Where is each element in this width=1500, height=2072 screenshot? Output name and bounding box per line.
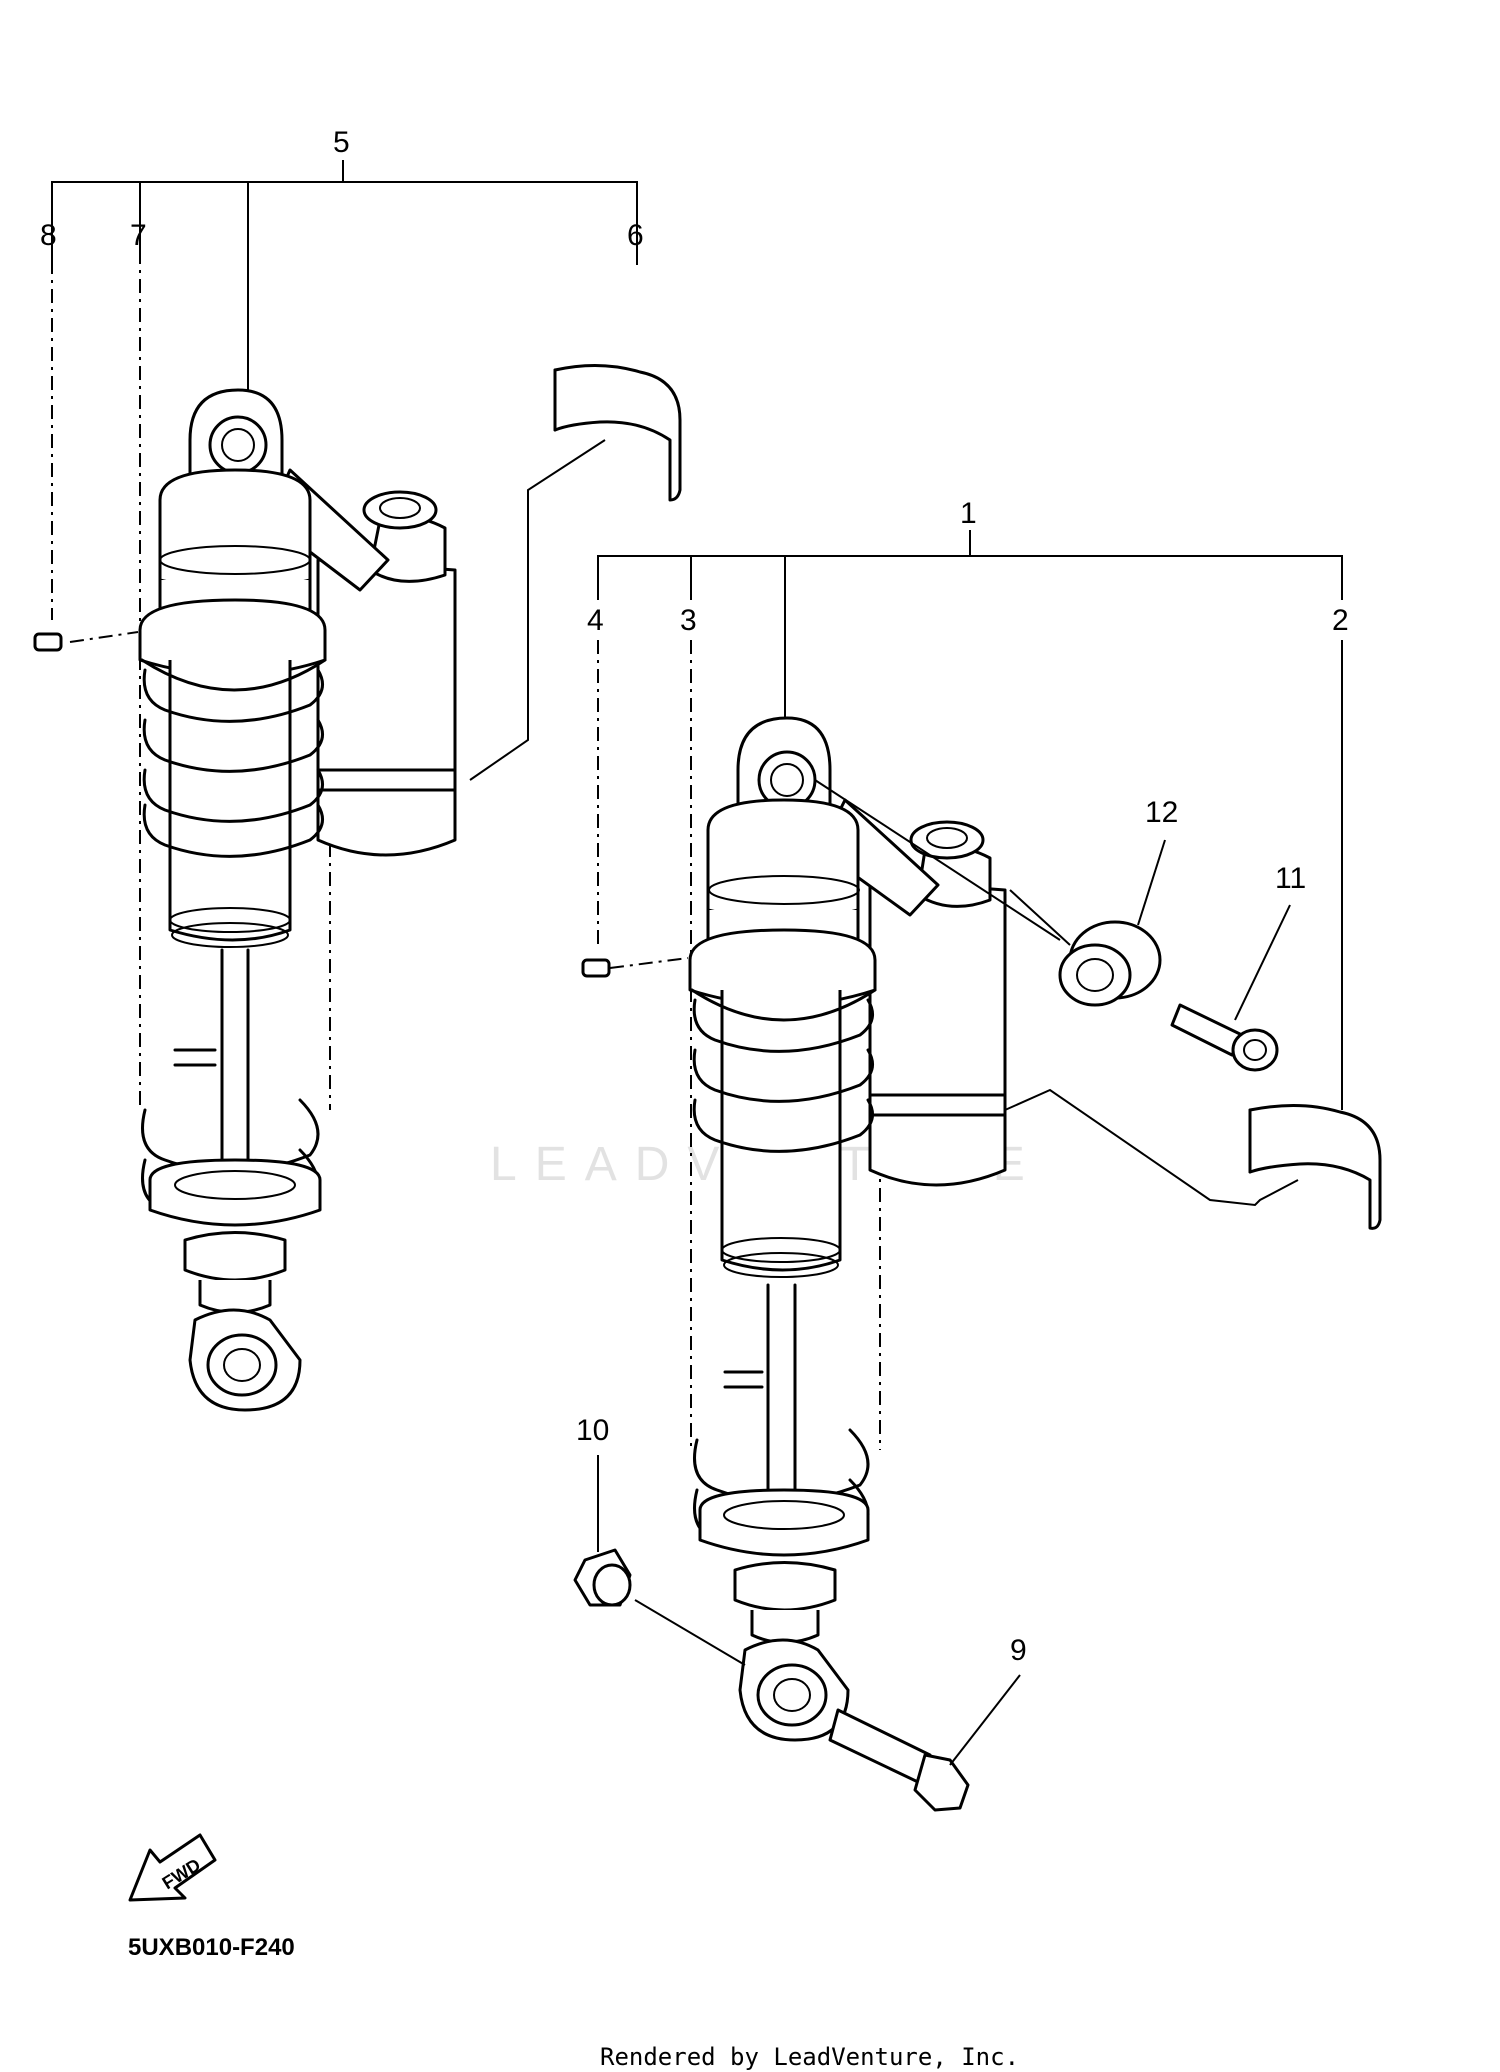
bushing-part-12 [814, 779, 1162, 1007]
bolt-part-9 [828, 1674, 1021, 1812]
fwd-arrow-icon: FWD [128, 1833, 217, 1902]
callout-6: 6 [627, 219, 644, 252]
nut-part-10 [573, 1455, 746, 1666]
shock-assembly-left [33, 160, 682, 1412]
footer-credit: Rendered by LeadVenture, Inc. [600, 2043, 1019, 2071]
callout-1: 1 [960, 497, 977, 530]
shock-assembly-right [573, 530, 1382, 1812]
callout-10: 10 [576, 1414, 609, 1447]
callout-12: 12 [1145, 796, 1178, 829]
callout-4: 4 [587, 604, 604, 637]
callout-11: 11 [1275, 862, 1306, 895]
callout-5: 5 [333, 126, 350, 159]
callout-7: 7 [130, 219, 147, 252]
callout-2: 2 [1332, 604, 1349, 637]
callout-3: 3 [680, 604, 697, 637]
bolt-part-11 [1170, 1003, 1279, 1072]
callout-8: 8 [40, 219, 57, 252]
diagram-code: 5UXB010-F240 [128, 1934, 295, 1961]
callout-9: 9 [1010, 1634, 1027, 1667]
